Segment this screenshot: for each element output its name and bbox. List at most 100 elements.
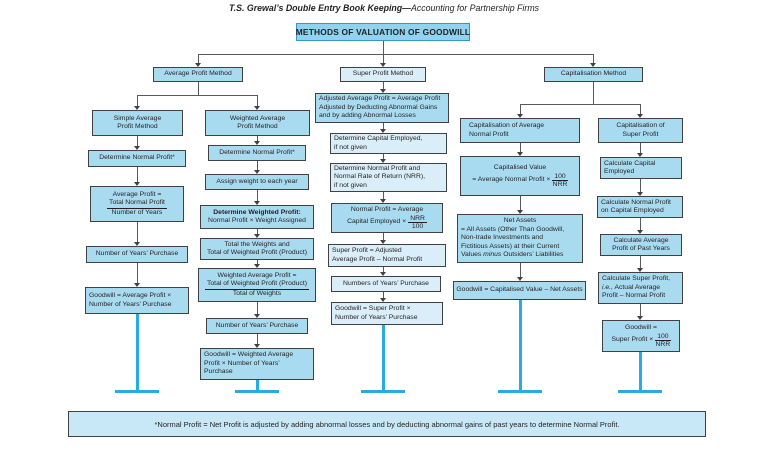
connector	[640, 143, 641, 153]
arrow-down-icon	[380, 199, 386, 203]
node-capitalisation-method: Capitalisation Method	[544, 67, 643, 82]
arrow-down-icon	[380, 63, 386, 67]
connector	[383, 192, 384, 199]
node-label: Normal Profit	[469, 130, 509, 138]
node-net-assets: Net Assets = All Assets (Other Than Good…	[457, 214, 583, 263]
arrow-down-icon	[254, 234, 260, 238]
node-label: Adjusted by Deducting Abnormal Gains	[319, 103, 438, 111]
node-label: Outsiders’ Liabilities	[501, 251, 564, 259]
connector	[520, 263, 521, 277]
arrow-down-icon	[134, 146, 140, 150]
node-label: Profit – Normal Profit	[602, 292, 666, 300]
connector	[593, 82, 594, 104]
node-methods-of-valuation: METHODS OF VALUATION OF GOODWILL	[296, 23, 470, 41]
node-label: Determine Normal Profit*	[99, 154, 175, 162]
node-label: if not given	[334, 181, 367, 189]
node-label: METHODS OF VALUATION OF GOODWILL	[295, 26, 471, 37]
connector	[520, 143, 521, 152]
connector	[137, 95, 138, 106]
node-weighted-average-profit-formula: Weighted Average Profit = Total of Weigh…	[198, 268, 316, 302]
arrow-down-icon	[590, 63, 596, 67]
node-cap-goodwill-formula: Goodwill = Capitalised Value – Net Asset…	[453, 281, 586, 300]
connector	[257, 136, 258, 141]
connector	[520, 104, 521, 114]
terminator-bar	[235, 390, 279, 393]
node-label: Adjusted Average Profit = Average Profit	[319, 95, 441, 103]
node-weighted-average-title: Weighted Average Profit Method	[205, 110, 310, 136]
connector	[640, 179, 641, 192]
connector	[383, 123, 384, 129]
node-label: Super Profit Method	[352, 70, 414, 78]
node-label: Determine Normal Profit and	[334, 164, 421, 172]
formula-text: = Average Normal Profit ×	[472, 175, 551, 183]
node-cap-super-goodwill-formula: Goodwill = Super Profit × 100 NRR	[602, 320, 680, 352]
node-label: Super Profit = Adjusted	[332, 247, 402, 255]
node-label: Profit Method	[237, 123, 278, 130]
node-label: Net Assets	[503, 217, 537, 225]
node-label: Total of Weighted Profit (Product)	[207, 249, 307, 256]
node-weighted-goodwill-formula: Goodwill = Weighted Average Profit × Num…	[200, 348, 314, 380]
node-label: Number of Years’ Purchase	[215, 321, 299, 329]
arrow-down-icon	[380, 129, 386, 133]
connector	[257, 161, 258, 170]
node-simple-average-title: Simple Average Profit Method	[92, 110, 183, 136]
terminator-bar	[618, 390, 662, 393]
connector	[520, 196, 521, 210]
node-label: Profit × Number of Years’	[204, 359, 280, 367]
arrow-down-icon	[637, 316, 643, 320]
arrow-down-icon	[254, 344, 260, 348]
node-super-profit-formula: Super Profit = Adjusted Average Profit –…	[328, 244, 446, 267]
arrow-down-icon	[254, 141, 260, 145]
node-adjusted-average-profit: Adjusted Average Profit = Average Profit…	[315, 93, 449, 123]
node-label: Calculate Normal Profit	[601, 198, 671, 206]
arrow-down-icon	[380, 89, 386, 93]
terminator-line	[382, 325, 385, 390]
node-label: Determine Normal Profit*	[219, 148, 295, 156]
node-weighted-determine-normal-profit: Determine Normal Profit*	[208, 145, 306, 161]
node-calculate-normal-profit: Calculate Normal Profit on Capital Emplo…	[597, 196, 683, 218]
connector	[137, 263, 138, 283]
node-determine-weighted-profit: Determine Weighted Profit: Normal Profit…	[200, 205, 314, 229]
connector	[257, 95, 258, 106]
connector	[137, 95, 257, 96]
arrow-down-icon	[637, 268, 643, 272]
arrow-down-icon	[517, 152, 523, 156]
page-title: T.S. Grewal’s Double Entry Book Keeping—…	[0, 3, 768, 13]
arrow-down-icon	[254, 264, 260, 268]
connector	[137, 136, 138, 146]
node-calculate-super-profit: Calculate Super Profit, i.e., Actual Ave…	[598, 272, 683, 304]
arrow-down-icon	[254, 314, 260, 318]
formula-numerator: Total Normal Profit	[107, 199, 167, 209]
node-label: Values	[461, 251, 484, 259]
node-label: Numbers of Years’ Purchase	[343, 279, 429, 287]
formula-denominator: NRR	[655, 340, 671, 348]
node-normal-profit-formula: Normal Profit = Average Capital Employed…	[331, 203, 443, 233]
arrow-down-icon	[195, 63, 201, 67]
terminator-bar	[498, 390, 542, 393]
arrow-down-icon	[637, 114, 643, 118]
connector	[383, 267, 384, 272]
node-label: Non-trade Investments and	[461, 234, 543, 242]
node-label: Employed	[604, 168, 635, 175]
node-label: Capitalisation of Average	[469, 122, 545, 130]
connector	[137, 167, 138, 182]
node-label: = All Assets (Other Than Goodwill,	[461, 225, 565, 233]
formula-denominator: Total of Weights	[232, 289, 282, 297]
connector	[383, 233, 384, 240]
terminator-bar	[115, 390, 159, 393]
arrow-down-icon	[380, 272, 386, 276]
node-label: Goodwill = Capitalised Value – Net Asset…	[456, 286, 583, 294]
arrow-down-icon	[517, 210, 523, 214]
arrow-down-icon	[517, 277, 523, 281]
node-label: Profit of Past Years	[612, 245, 670, 252]
node-label: Calculate Super Profit,	[602, 275, 671, 283]
formula-text: Capital Employed ×	[347, 217, 407, 225]
connector	[593, 54, 594, 63]
node-label: minus	[483, 251, 502, 259]
formula-line: Capitalised Value	[493, 164, 547, 172]
node-label: Normal Profit × Weight Assigned	[208, 217, 306, 224]
node-total-weights: Total the Weights and Total of Weighted …	[200, 238, 314, 260]
formula-denominator: NRR	[552, 180, 568, 188]
connector	[198, 54, 199, 63]
